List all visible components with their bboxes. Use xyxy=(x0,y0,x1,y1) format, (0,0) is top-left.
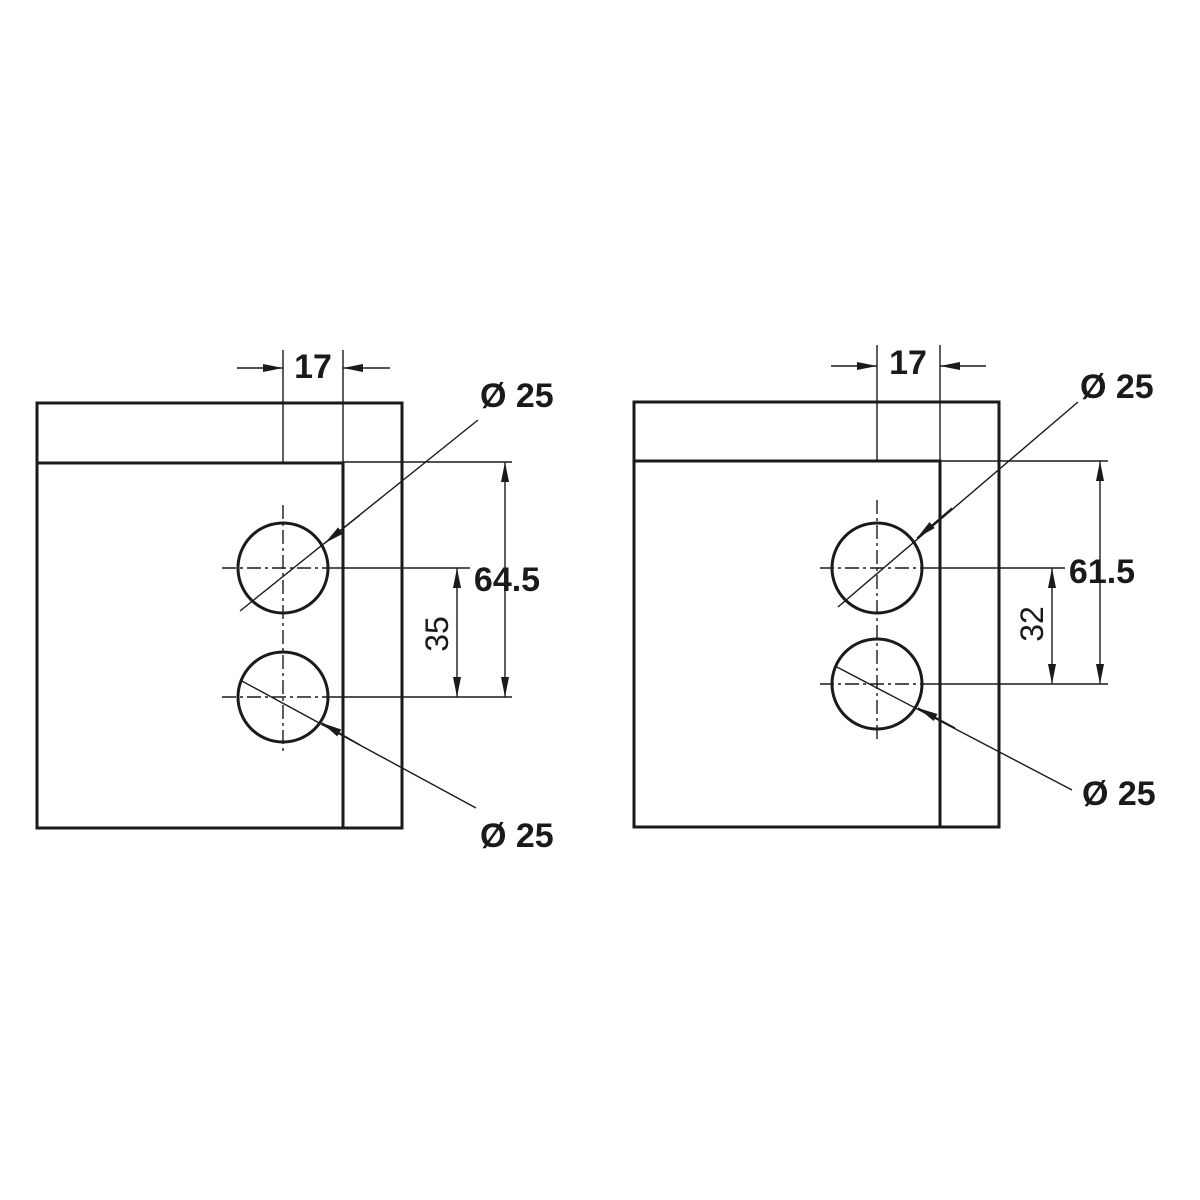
dim-width-label: 17 xyxy=(889,344,927,382)
dim-spacing-label: 35 xyxy=(419,616,455,652)
diameter-bottom-label: Ø 25 xyxy=(480,817,554,855)
leader-line xyxy=(834,665,1073,791)
leader-arrow xyxy=(917,707,956,729)
drawing-left: 17 64.5 35 Ø 25 Ø 25 xyxy=(35,348,554,855)
drawing-right: 17 61.5 32 Ø 25 Ø 25 xyxy=(632,344,1156,829)
outer-panel xyxy=(632,400,1001,829)
dim-spacing-label: 32 xyxy=(1014,606,1050,642)
diameter-top-label: Ø 25 xyxy=(1080,368,1154,406)
leader-arrow xyxy=(321,722,361,746)
outer-panel xyxy=(35,401,404,830)
door-panel xyxy=(37,461,345,828)
diameter-top-label: Ø 25 xyxy=(480,377,554,415)
dim-width-label: 17 xyxy=(294,348,332,386)
leader-arrow xyxy=(324,514,361,544)
leader-arrow xyxy=(916,507,953,539)
leader-line xyxy=(837,401,1079,608)
dim-overall-label: 61.5 xyxy=(1069,553,1135,591)
diameter-bottom-label: Ø 25 xyxy=(1082,775,1156,813)
dim-overall-label: 64.5 xyxy=(474,561,540,599)
